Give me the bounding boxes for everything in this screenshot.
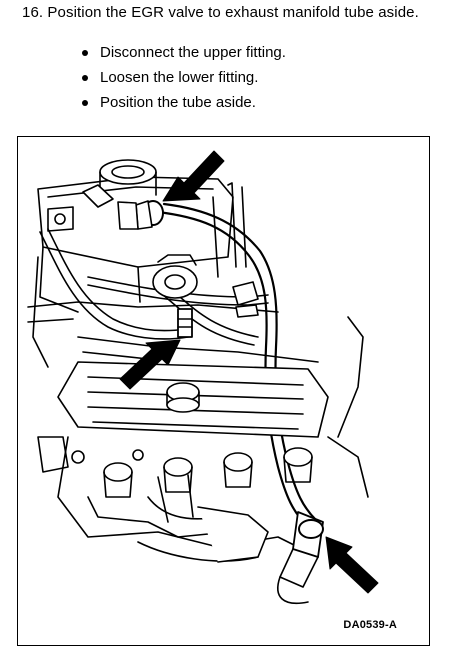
bullet-icon xyxy=(82,75,88,81)
engine-drawing xyxy=(27,150,379,604)
arrow-icon xyxy=(162,150,225,202)
list-item: Loosen the lower fitting. xyxy=(82,68,286,93)
list-item-text: Position the tube aside. xyxy=(100,94,256,111)
engine-illustration: DA0539-A xyxy=(17,136,430,646)
arrow-icon xyxy=(119,339,181,390)
step-instruction: 16. Position the EGR valve to exhaust ma… xyxy=(22,4,419,21)
figure-id: DA0539-A xyxy=(343,619,397,631)
bullet-list: Disconnect the upper fitting. Loosen the… xyxy=(82,43,286,118)
list-item: Position the tube aside. xyxy=(82,93,286,118)
list-item: Disconnect the upper fitting. xyxy=(82,43,286,68)
bullet-icon xyxy=(82,50,88,56)
bullet-icon xyxy=(82,100,88,106)
list-item-text: Loosen the lower fitting. xyxy=(100,69,259,86)
list-item-text: Disconnect the upper fitting. xyxy=(100,44,286,61)
arrow-icon xyxy=(325,536,379,594)
